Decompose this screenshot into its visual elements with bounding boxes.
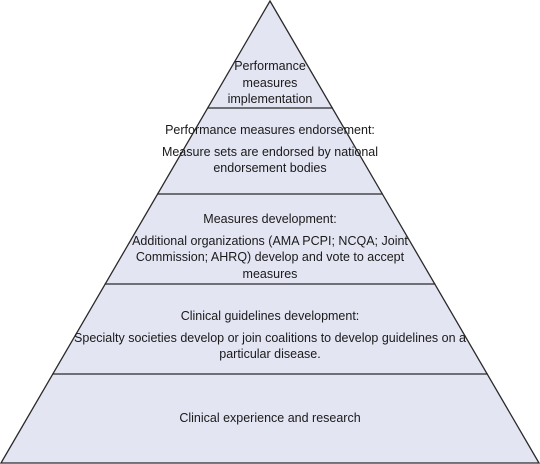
tier-endorsement-detail: Measure sets are endorsed by national en… — [161, 144, 379, 176]
tier-clinical-research-heading: Clinical experience and research — [179, 411, 361, 425]
tier-guidelines-development-heading: Clinical guidelines development: — [180, 309, 360, 323]
tier-measures-development: Measures development: Additional organiz… — [125, 211, 415, 282]
tier-measures-development-heading: Measures development: — [203, 212, 337, 226]
tier-implementation: Performance measures implementation — [215, 58, 325, 108]
tier-implementation-heading: Performance measures implementation — [227, 59, 313, 106]
tier-guidelines-development: Clinical guidelines development: Special… — [70, 308, 470, 363]
tier-endorsement-heading: Performance measures endorsement: — [165, 123, 375, 137]
tier-measures-development-detail: Additional organizations (AMA PCPI; NCQA… — [132, 233, 408, 281]
tier-guidelines-development-detail: Specialty societies develop or join coal… — [74, 330, 466, 362]
tier-endorsement: Performance measures endorsement: Measur… — [155, 122, 385, 177]
tier-clinical-research: Clinical experience and research — [60, 410, 480, 427]
